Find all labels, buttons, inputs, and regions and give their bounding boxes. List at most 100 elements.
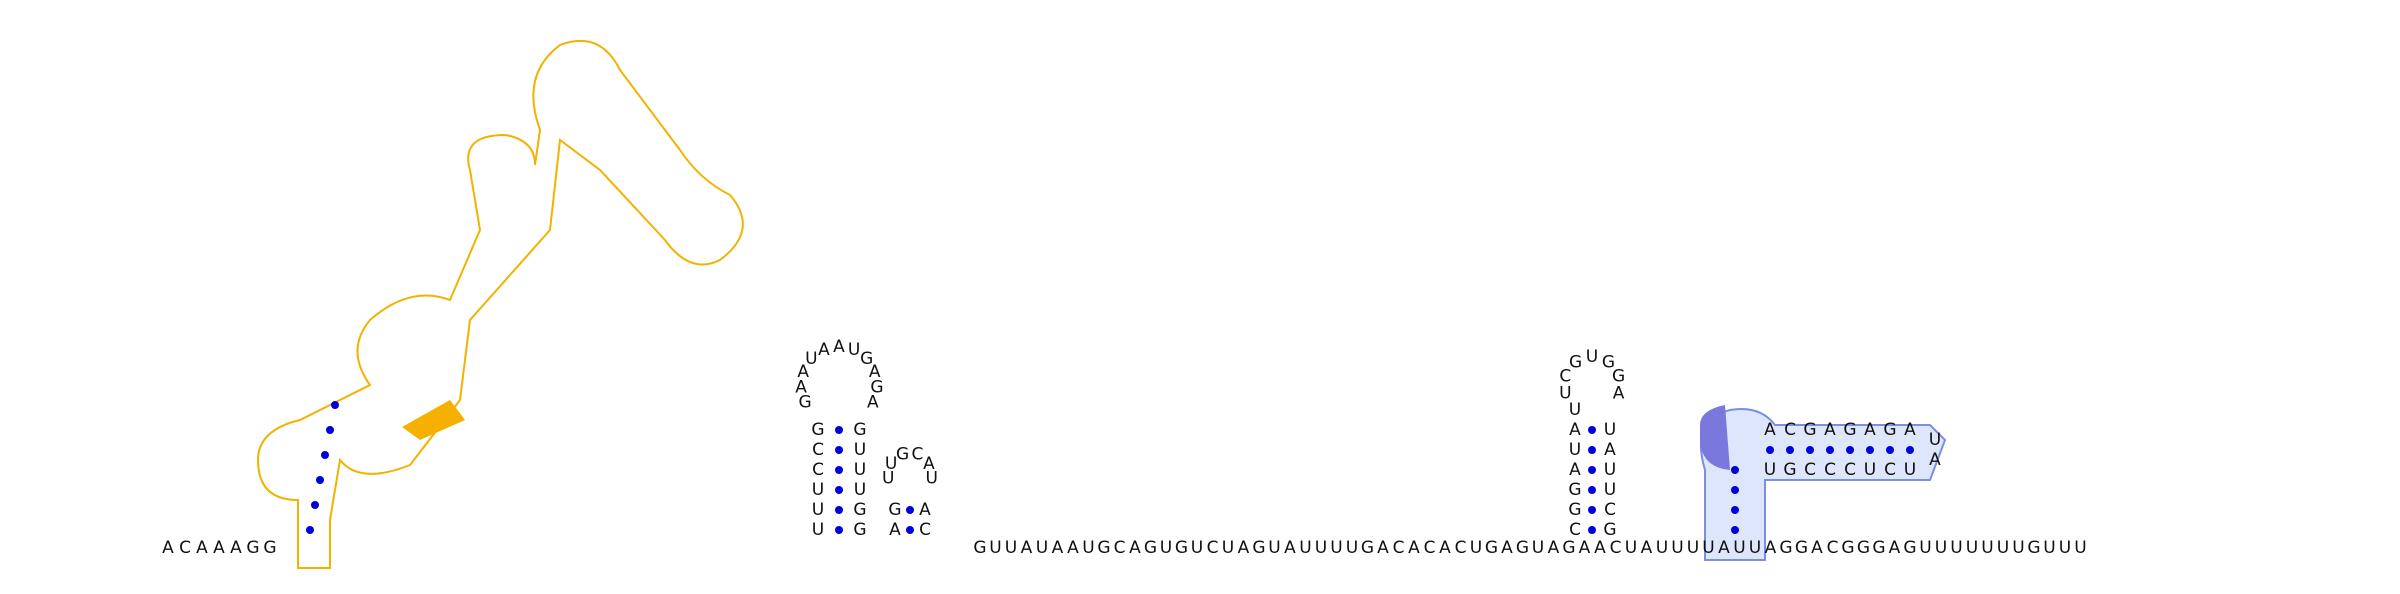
hairpin-2-stem3: CA <box>919 500 931 540</box>
base-pair-dot <box>316 476 324 484</box>
nucleotide: G <box>1857 538 1870 558</box>
nucleotide: A <box>1129 538 1141 558</box>
nucleotide: A <box>1889 538 1901 558</box>
base-pair-dot <box>1588 486 1596 494</box>
base-pair-dot <box>1846 446 1854 454</box>
base-pair-dot <box>1866 446 1874 454</box>
nucleotide: U <box>1997 538 2009 558</box>
base-pair-dot <box>1766 446 1774 454</box>
base-pair-dot <box>1588 466 1596 474</box>
nucleotide: U <box>1191 538 1203 558</box>
base-pair-dot <box>1886 446 1894 454</box>
nucleotide: U <box>1687 538 1699 558</box>
nucleotide: A <box>1439 538 1451 558</box>
nucleotide: U <box>1966 538 1978 558</box>
domain-2-region <box>1699 405 1947 561</box>
nucleotide: G <box>1795 538 1808 558</box>
nucleotide: U <box>1656 538 1668 558</box>
nucleotide: U <box>1935 538 1947 558</box>
nucleotide: C <box>1114 538 1126 558</box>
nucleotide: A <box>1238 538 1250 558</box>
nucleotide: U <box>1299 538 1311 558</box>
nucleotide: A <box>1021 538 1033 558</box>
base-pair-dot <box>835 526 843 534</box>
nucleotide: A <box>1501 538 1513 558</box>
nucleotide: G <box>1361 538 1374 558</box>
nucleotide: G <box>246 538 259 558</box>
nucleotide: U <box>1981 538 1993 558</box>
nucleotide: G <box>973 538 986 558</box>
nucleotide: C <box>1424 538 1436 558</box>
nucleotide: A <box>213 538 225 558</box>
nucleotide: U <box>1950 538 1962 558</box>
base-pair-dot <box>1806 446 1814 454</box>
nucleotide: A <box>1052 538 1064 558</box>
base-pair-dot <box>835 506 843 514</box>
nucleotide: U <box>1470 538 1482 558</box>
nucleotide: U <box>1222 538 1234 558</box>
nucleotide: G <box>1252 538 1265 558</box>
nucleotide: A <box>196 538 208 558</box>
hairpin-3-stem5: CGGAUAU <box>1568 400 1581 540</box>
nucleotide: U <box>1082 538 1094 558</box>
domain-1-highlight <box>402 400 465 440</box>
hairpin-1-stem5: UUUCCG <box>811 420 824 540</box>
nucleotide: A <box>1718 538 1730 558</box>
nucleotide: G <box>1175 538 1188 558</box>
nucleotide: U <box>2012 538 2024 558</box>
nucleotide: G <box>1562 538 1575 558</box>
nucleotide: U <box>1671 538 1683 558</box>
nucleotide: A <box>1641 538 1653 558</box>
base-pair-dot <box>835 426 843 434</box>
domain-1-outline <box>256 40 744 569</box>
nucleotide: A <box>230 538 242 558</box>
base-pair-dot <box>1786 446 1794 454</box>
nucleotide: A <box>1765 538 1777 558</box>
nucleotide: U <box>1919 538 1931 558</box>
base-pair-dot <box>835 486 843 494</box>
nucleotide: U <box>989 538 1001 558</box>
nucleotide: U <box>1005 538 1017 558</box>
base-pair-dot <box>835 446 843 454</box>
base-pair-dot <box>1731 466 1739 474</box>
base-pair-dot <box>311 501 319 509</box>
nucleotide: A <box>1377 538 1389 558</box>
base-pair-dot <box>321 451 329 459</box>
base-pair-dot <box>835 466 843 474</box>
nucleotide: G <box>1903 538 1916 558</box>
nucleotide: G <box>1485 538 1498 558</box>
base-pair-dot <box>1588 446 1596 454</box>
nucleotide: U <box>1346 538 1358 558</box>
nucleotide: U <box>1532 538 1544 558</box>
nucleotide: G <box>1872 538 1885 558</box>
nucleotide: U <box>1330 538 1342 558</box>
nucleotide: C <box>1827 538 1839 558</box>
nucleotide: U <box>1749 538 1761 558</box>
nucleotide: C <box>1393 538 1405 558</box>
nucleotide: C <box>1610 538 1622 558</box>
base-pair-dot <box>306 526 314 534</box>
nucleotide: A <box>162 538 174 558</box>
base-pair-dot <box>1731 526 1739 534</box>
nucleotide: G <box>1841 538 1854 558</box>
nucleotide: C <box>1455 538 1467 558</box>
nucleotide: A <box>1284 538 1296 558</box>
nucleotide: A <box>1548 538 1560 558</box>
base-pair-dot <box>1731 486 1739 494</box>
nucleotide: U <box>1733 538 1745 558</box>
base-pair-dot <box>1588 526 1596 534</box>
nucleotide: G <box>263 538 276 558</box>
nucleotide: U <box>2059 538 2071 558</box>
nucleotide: U <box>2074 538 2086 558</box>
